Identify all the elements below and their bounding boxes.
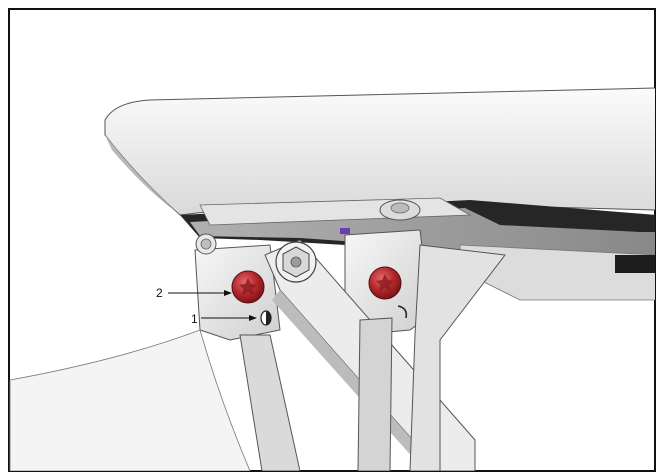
top-fastener-center: [390, 202, 410, 214]
torx-recess-icon: [376, 274, 394, 291]
lower-panel: [9, 329, 251, 471]
center-post: [357, 317, 393, 471]
left-post: [239, 334, 301, 471]
callout-2: 2: [156, 286, 232, 300]
hinge-arm-edge: [272, 290, 440, 471]
fastener-right: [368, 266, 402, 300]
locating-hole-left: [260, 310, 272, 326]
rib-marker: [340, 228, 350, 234]
bracket-stud-center: [200, 238, 212, 250]
callout-2-arrowhead: [224, 290, 232, 296]
right-trim-slot: [615, 255, 655, 273]
fastener-left: [231, 270, 265, 304]
housing-top-surface: [104, 87, 655, 216]
callout-1: 1: [191, 312, 257, 326]
callout-1-label: 1: [191, 312, 198, 326]
locating-hole-right: [397, 305, 408, 319]
callout-2-label: 2: [156, 286, 163, 300]
torx-recess-icon: [239, 278, 257, 295]
callout-1-arrowhead: [249, 315, 257, 321]
pivot-center: [290, 256, 302, 268]
support-strut: [409, 244, 506, 471]
